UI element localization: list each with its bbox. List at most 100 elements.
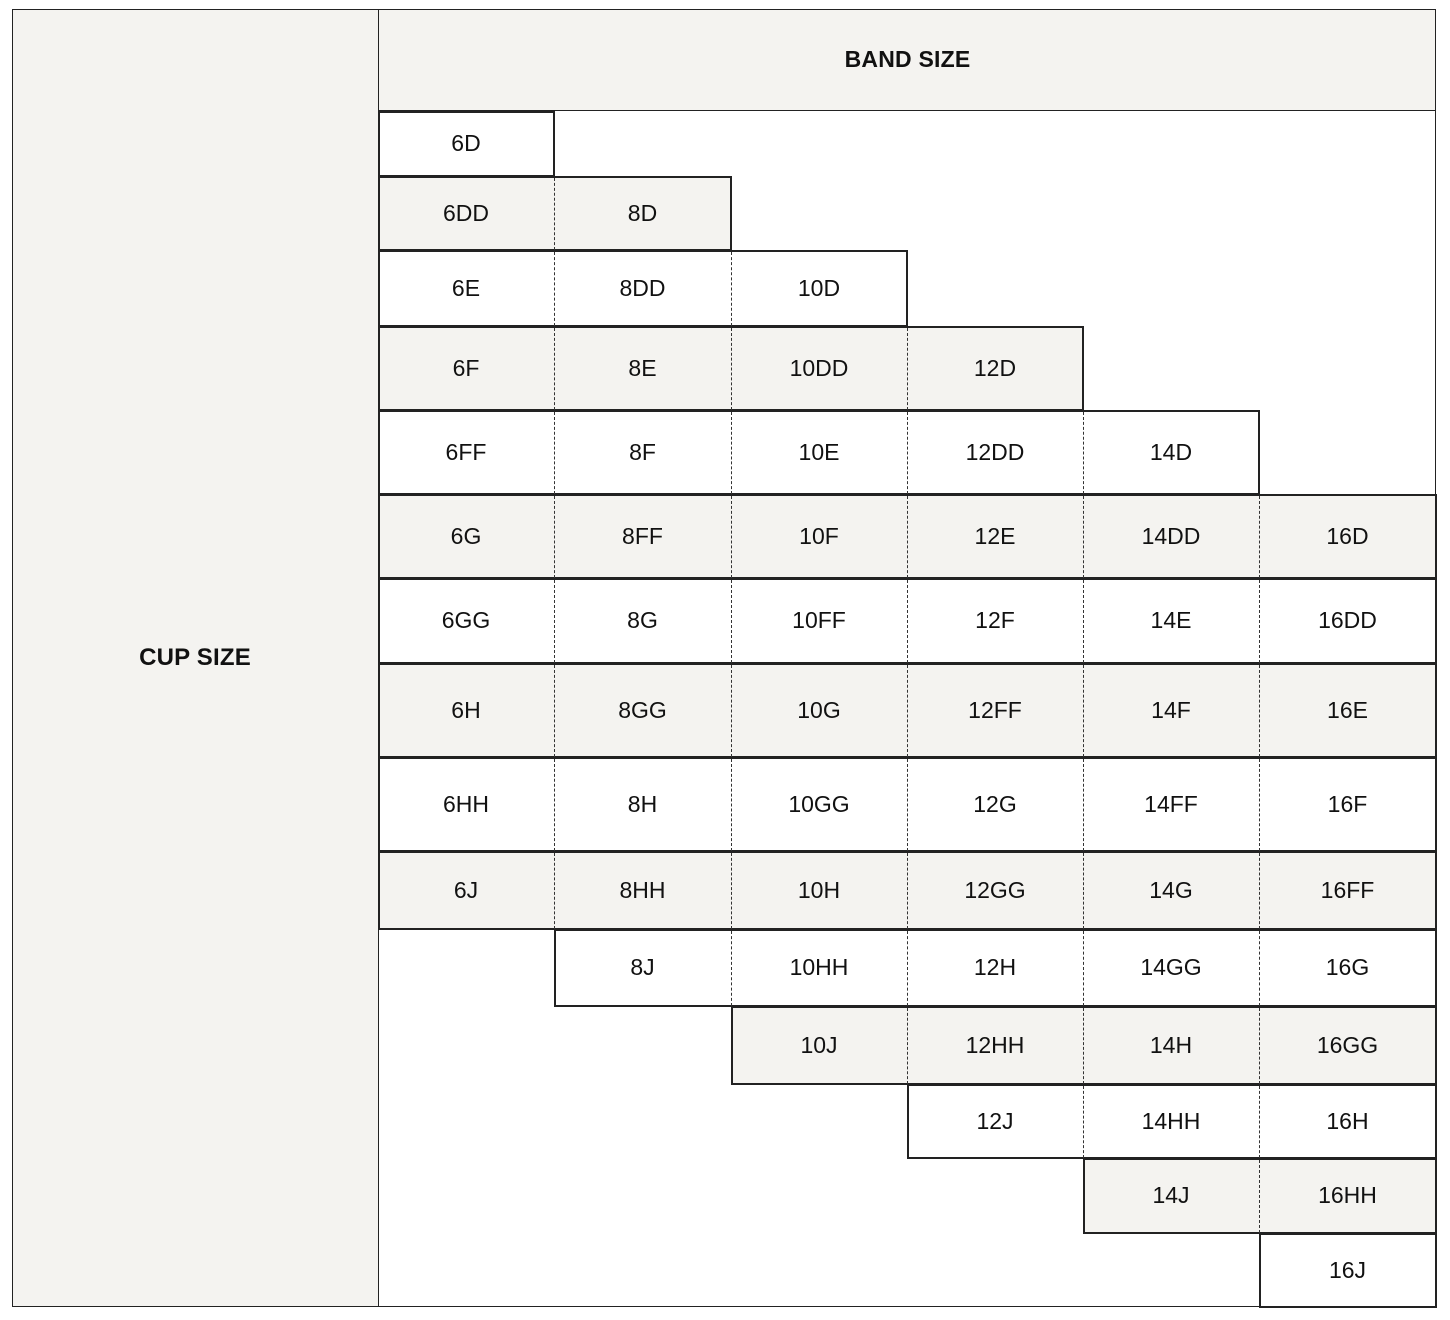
column-divider xyxy=(907,580,908,663)
column-divider xyxy=(554,665,555,757)
column-divider xyxy=(1083,759,1084,851)
column-divider xyxy=(1259,853,1260,929)
size-cell: 12D xyxy=(973,354,1017,381)
size-cell: 10GG xyxy=(788,790,850,817)
column-divider xyxy=(907,853,908,929)
size-row-5 xyxy=(378,410,1260,495)
size-cell: 8E xyxy=(628,354,657,381)
column-divider xyxy=(1083,1008,1084,1084)
column-divider xyxy=(907,931,908,1006)
size-cell: 16H xyxy=(1326,1107,1369,1134)
size-row-15 xyxy=(1259,1233,1437,1308)
size-cell: 16G xyxy=(1325,954,1370,980)
size-cell: 12FF xyxy=(968,696,1022,723)
size-cell: 14DD xyxy=(1141,522,1201,549)
size-cell: 10H xyxy=(797,876,841,903)
column-divider xyxy=(1083,665,1084,757)
column-divider xyxy=(1259,759,1260,851)
size-cell: 8J xyxy=(630,954,655,980)
size-cell: 10DD xyxy=(789,354,849,381)
size-cell: 10D xyxy=(797,274,841,301)
column-divider xyxy=(1083,931,1084,1006)
column-divider xyxy=(1259,1008,1260,1084)
size-cell: 14H xyxy=(1149,1031,1193,1058)
size-row-13 xyxy=(907,1084,1437,1159)
column-divider xyxy=(1083,1086,1084,1158)
size-cell: 6G xyxy=(450,522,482,549)
column-divider xyxy=(907,759,908,851)
column-divider xyxy=(907,665,908,757)
column-divider xyxy=(554,412,555,494)
size-cell: 6HH xyxy=(442,790,489,817)
size-cell: 14GG xyxy=(1140,954,1202,980)
size-cell: 16FF xyxy=(1320,876,1375,903)
column-divider xyxy=(554,496,555,578)
size-cell: 12H xyxy=(973,954,1017,980)
column-divider xyxy=(731,252,732,326)
column-divider xyxy=(1083,412,1084,494)
size-row-2 xyxy=(378,176,732,251)
size-cell: 8HH xyxy=(619,876,666,903)
size-cell: 16D xyxy=(1326,522,1369,549)
column-divider xyxy=(731,412,732,494)
column-divider xyxy=(1259,580,1260,663)
column-divider xyxy=(731,496,732,578)
cup-size-header: CUP SIZE xyxy=(139,644,251,671)
size-cell: 12F xyxy=(975,607,1015,633)
band-size-header-row: BAND SIZE xyxy=(379,9,1436,111)
size-cell: 6GG xyxy=(441,607,491,633)
column-divider xyxy=(1083,853,1084,929)
size-cell: 12E xyxy=(974,522,1016,549)
size-cell: 10FF xyxy=(792,607,846,633)
size-cell: 14G xyxy=(1149,876,1193,903)
column-divider xyxy=(731,931,732,1006)
column-divider xyxy=(554,853,555,929)
size-cell: 10HH xyxy=(789,954,849,980)
size-cell: 14HH xyxy=(1141,1107,1201,1134)
column-divider xyxy=(1083,496,1084,578)
size-cell: 14J xyxy=(1152,1182,1190,1208)
column-divider xyxy=(554,328,555,410)
size-cell: 10E xyxy=(798,438,840,465)
size-cell: 16E xyxy=(1327,696,1368,723)
size-cell: 12GG xyxy=(964,876,1026,903)
cup-size-column: CUP SIZE xyxy=(12,9,379,1307)
size-cell: 12HH xyxy=(965,1031,1025,1058)
column-divider xyxy=(731,853,732,929)
column-divider xyxy=(731,580,732,663)
column-divider xyxy=(907,328,908,410)
size-cell: 6F xyxy=(452,354,480,381)
size-cell: 8D xyxy=(627,199,658,226)
size-cell: 6J xyxy=(453,876,479,903)
size-cell: 16J xyxy=(1328,1256,1367,1283)
size-cell: 6DD xyxy=(442,199,489,226)
size-cell: 8H xyxy=(627,790,658,817)
size-cell: 16F xyxy=(1327,790,1368,817)
size-cell: 10J xyxy=(800,1031,838,1058)
size-cell: 12G xyxy=(973,790,1017,817)
size-cell: 6H xyxy=(451,696,481,723)
size-cell: 6FF xyxy=(445,438,487,465)
size-cell: 8FF xyxy=(622,522,663,549)
column-divider xyxy=(554,252,555,326)
size-cell: 16GG xyxy=(1316,1031,1379,1058)
column-divider xyxy=(731,759,732,851)
column-divider xyxy=(1259,1160,1260,1233)
column-divider xyxy=(554,759,555,851)
size-row-14 xyxy=(1083,1158,1437,1234)
column-divider xyxy=(907,496,908,578)
column-divider xyxy=(1259,1086,1260,1158)
size-cell: 8F xyxy=(629,438,656,465)
column-divider xyxy=(1259,496,1260,578)
size-cell: 14FF xyxy=(1144,790,1198,817)
size-cell: 6D xyxy=(451,130,481,156)
column-divider xyxy=(1259,665,1260,757)
size-cell: 14D xyxy=(1149,438,1193,465)
band-size-header: BAND SIZE xyxy=(844,46,971,72)
size-cell: 12DD xyxy=(965,438,1025,465)
size-cell: 14E xyxy=(1150,607,1192,633)
column-divider xyxy=(907,1008,908,1084)
column-divider xyxy=(1083,580,1084,663)
size-cell: 8G xyxy=(627,607,658,633)
